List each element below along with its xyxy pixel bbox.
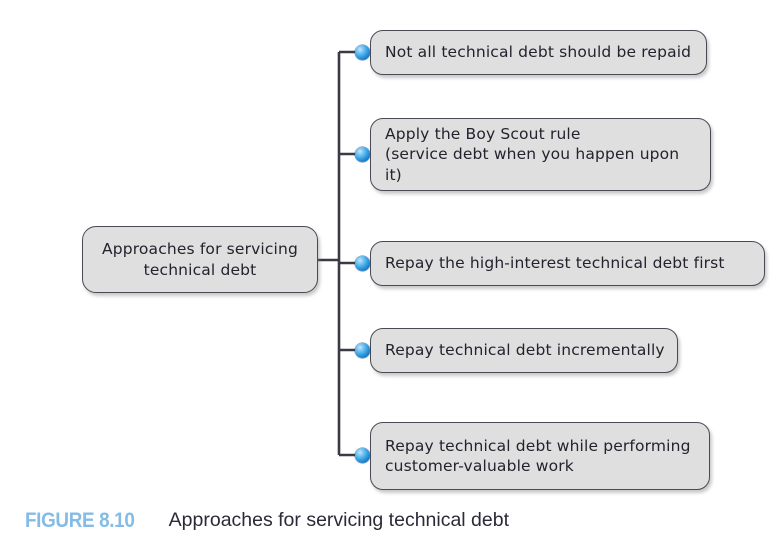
child-node-1[interactable]: Not all technical debt should be repaid bbox=[370, 30, 707, 75]
connector-dot-icon-4 bbox=[355, 343, 370, 358]
child-node-5-label: Repay technical debt while performing cu… bbox=[385, 436, 691, 475]
child-node-2[interactable]: Apply the Boy Scout rule (service debt w… bbox=[370, 118, 711, 191]
connector-dot-icon-3 bbox=[355, 256, 370, 271]
connector-dot-icon-5 bbox=[355, 448, 370, 463]
child-node-2-label: Apply the Boy Scout rule (service debt w… bbox=[385, 124, 680, 184]
child-node-1-label: Not all technical debt should be repaid bbox=[385, 43, 692, 62]
child-node-4[interactable]: Repay technical debt incrementally bbox=[370, 328, 678, 373]
figure-caption-text: Approaches for servicing technical debt bbox=[168, 509, 510, 531]
connector-dot-icon-2 bbox=[355, 147, 370, 162]
root-node[interactable]: Approaches for servicing technical debt bbox=[82, 226, 318, 293]
root-node-label: Approaches for servicing technical debt bbox=[102, 240, 298, 279]
figure-number: FIGURE 8.10 bbox=[25, 508, 135, 532]
child-node-3-label: Repay the high-interest technical debt f… bbox=[385, 254, 725, 273]
diagram-canvas: Approaches for servicing technical debt … bbox=[82, 30, 765, 490]
connector-dot-icon-1 bbox=[355, 45, 370, 60]
child-node-4-label: Repay technical debt incrementally bbox=[385, 341, 665, 360]
figure-caption: FIGURE 8.10 Approaches for servicing tec… bbox=[0, 498, 779, 543]
child-node-3[interactable]: Repay the high-interest technical debt f… bbox=[370, 241, 765, 286]
child-node-5[interactable]: Repay technical debt while performing cu… bbox=[370, 422, 710, 490]
